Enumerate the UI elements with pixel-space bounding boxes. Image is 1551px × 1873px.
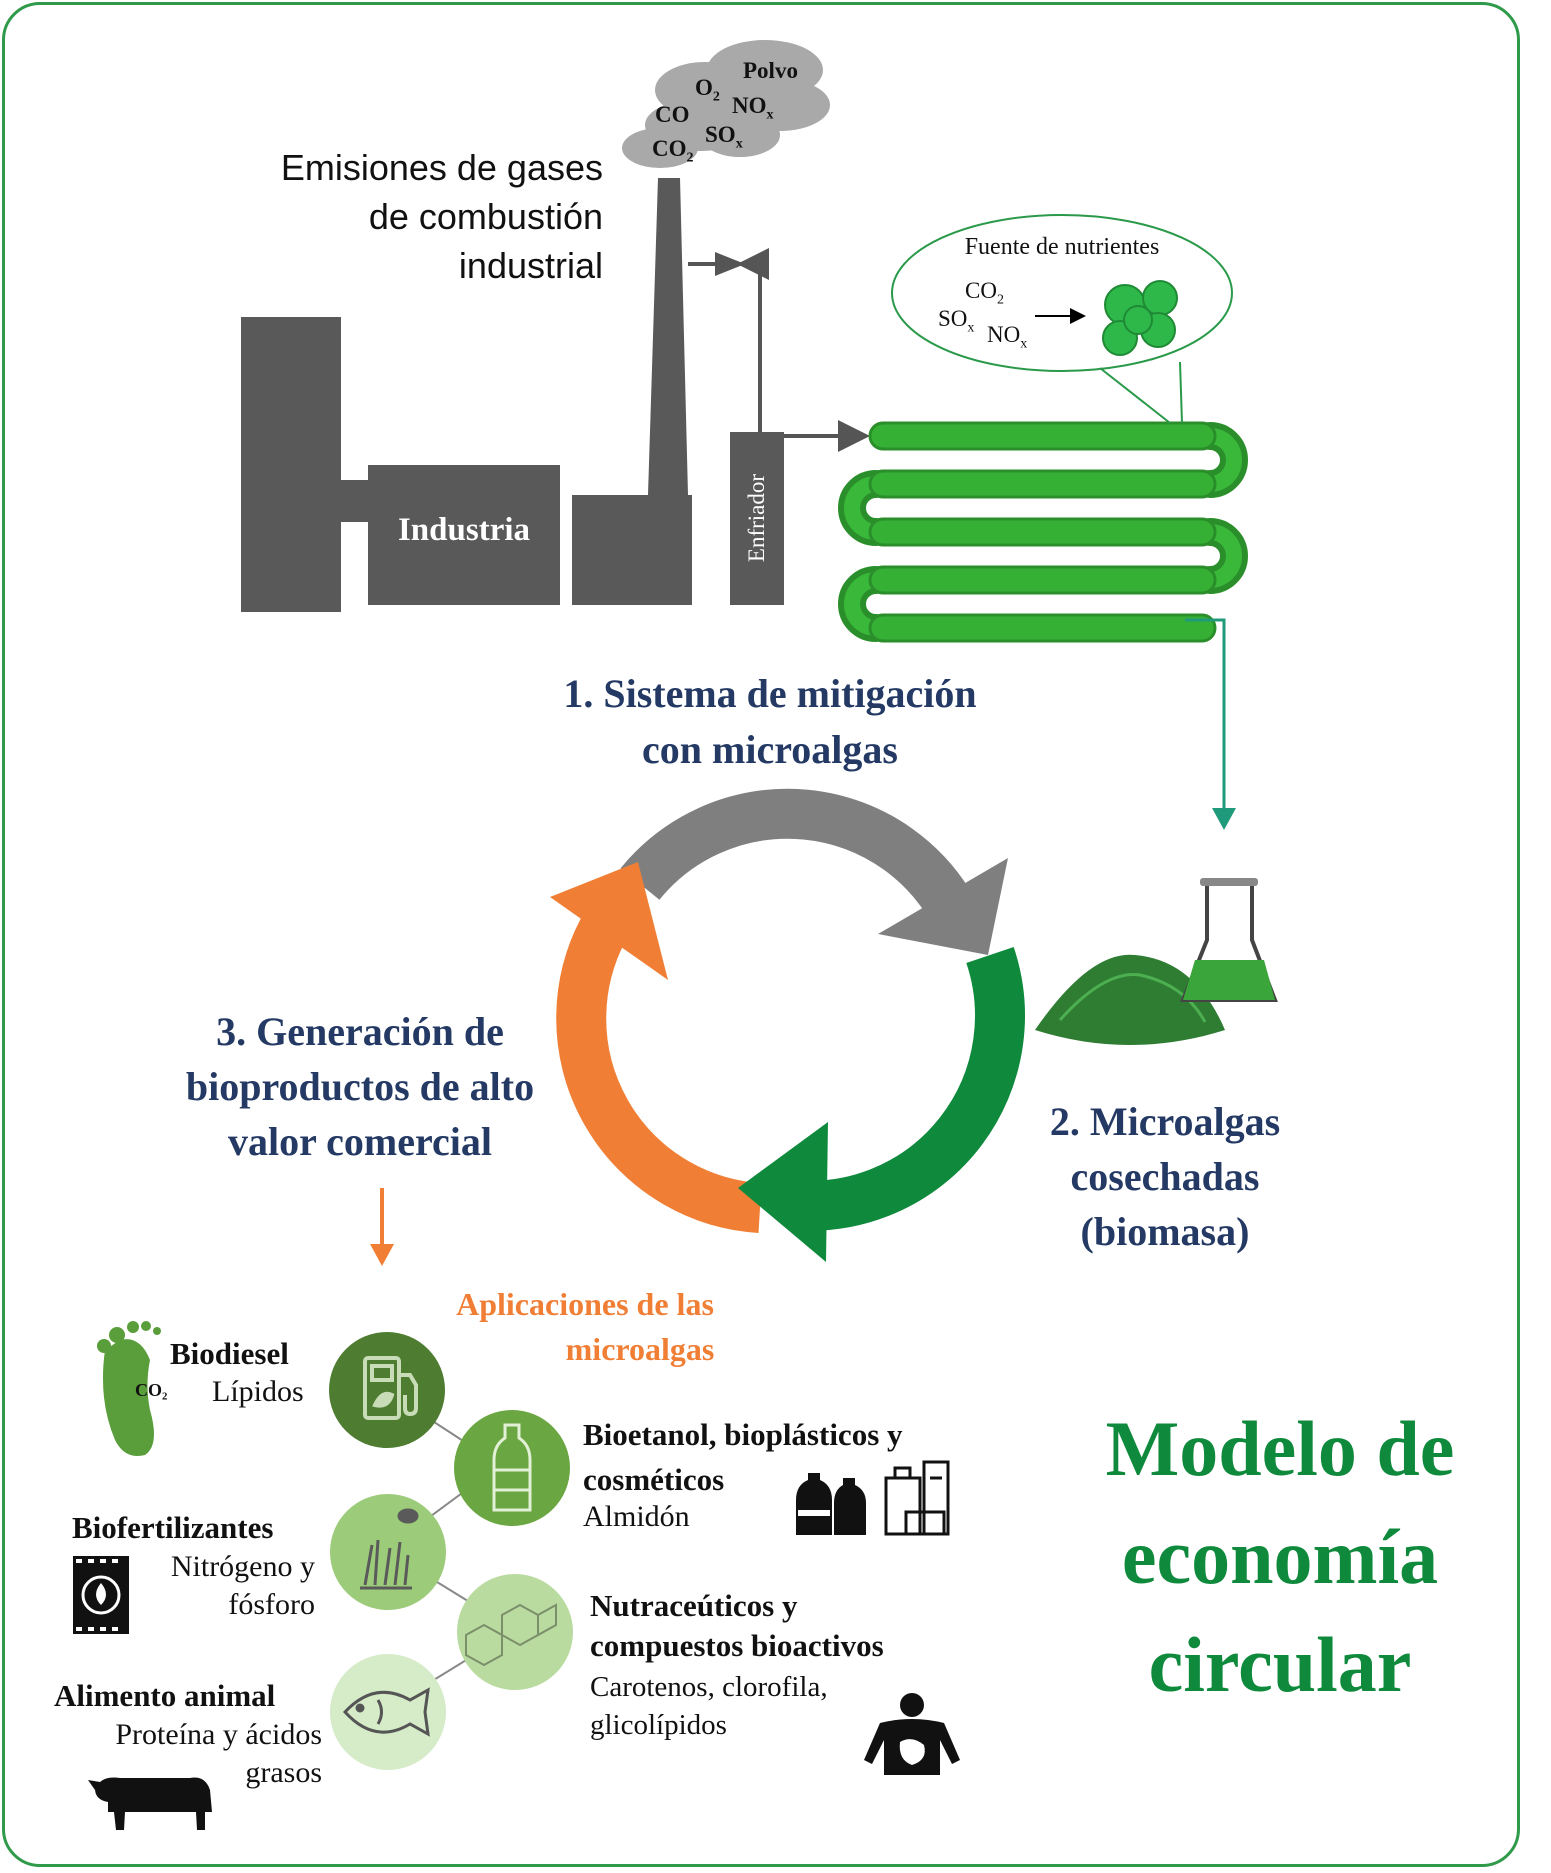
step3-line-2: bioproductos de alto xyxy=(185,1064,535,1109)
bioetanol-desc: Almidón xyxy=(583,1500,690,1533)
model-title-line-3: circular xyxy=(1148,1621,1412,1708)
applications-title-line-2: microalgas xyxy=(565,1331,715,1367)
step1-line-2: con microalgas xyxy=(642,727,898,772)
human-body-icon xyxy=(864,1693,960,1775)
emission-cloud xyxy=(622,40,830,168)
model-title-line-2: economía xyxy=(1121,1513,1439,1600)
emissions-line-3: industrial xyxy=(458,245,603,286)
harvest-arrow xyxy=(1185,618,1226,818)
nutra-desc: Carotenos, clorofila, glicolípidos xyxy=(590,1668,828,1744)
bioetanol-title: Bioetanol, bioplásticos y cosméticos xyxy=(583,1412,903,1502)
molecule-circle xyxy=(457,1574,573,1690)
industrial-plant xyxy=(241,178,784,612)
biofert-desc: Nitrógeno y fósforo xyxy=(140,1548,315,1624)
border-frame xyxy=(2,2,1520,1867)
gas-co2: CO2 xyxy=(652,136,694,166)
feed-desc-line-1: Proteína y ácidos xyxy=(115,1718,322,1751)
step3-line-3: valor comercial xyxy=(228,1119,492,1164)
step2-line-2: cosechadas xyxy=(1070,1154,1260,1199)
flask-icon xyxy=(1180,878,1278,1002)
gas-co: CO xyxy=(655,102,690,127)
biofert-desc-line-2: fósforo xyxy=(228,1588,315,1621)
nutra-title-line-1: Nutraceúticos y xyxy=(590,1588,798,1623)
gas-nox: NOx xyxy=(732,93,774,123)
nutrients-title: Fuente de nutrientes xyxy=(964,234,1160,260)
cooler-label: Enfriador xyxy=(744,473,769,563)
down-arrow xyxy=(370,1188,394,1266)
step1-label: 1. Sistema de mitigación con microalgas xyxy=(490,666,1050,778)
emissions-line-2: de combustión xyxy=(368,196,603,237)
gray-arrowhead xyxy=(878,858,1008,955)
feed-desc-line-2: grasos xyxy=(245,1756,322,1789)
nutra-title: Nutraceúticos y compuestos bioactivos xyxy=(590,1586,884,1666)
green-arrowhead xyxy=(738,1122,828,1262)
photobioreactor xyxy=(838,421,1248,643)
bottle-circle xyxy=(454,1410,570,1526)
gas-polvo: Polvo xyxy=(743,58,798,83)
bioetanol-title-line-1: Bioetanol, bioplásticos y xyxy=(583,1417,903,1452)
biodiesel-desc: Lípidos xyxy=(212,1375,304,1408)
bottles-icon xyxy=(796,1473,866,1535)
applications-title: Aplicaciones de las microalgas xyxy=(395,1282,775,1372)
nutra-desc-line-1: Carotenos, clorofila, xyxy=(590,1671,828,1703)
orange-arrowhead xyxy=(550,862,668,980)
nutrient-nox: NOx xyxy=(987,322,1028,352)
fuel-circle xyxy=(329,1332,445,1448)
microalgae-cells-icon xyxy=(1102,280,1178,356)
fish-circle xyxy=(330,1654,446,1770)
applications-title-line-1: Aplicaciones de las xyxy=(456,1286,714,1322)
gas-sox: SOx xyxy=(705,122,743,152)
nutrient-sox: SOx xyxy=(938,306,975,336)
biomass-powder-icon xyxy=(1035,954,1225,1045)
step2-line-1: 2. Microalgas xyxy=(1049,1099,1281,1144)
step2-line-3: (biomasa) xyxy=(1080,1209,1250,1254)
fertilizer-bag-icon xyxy=(73,1556,129,1634)
gas-o2: O2 xyxy=(695,75,720,105)
footprint-icon xyxy=(97,1321,161,1456)
step2-label: 2. Microalgas cosechadas (biomasa) xyxy=(1000,1094,1330,1259)
emissions-line-1: Emisiones de gases xyxy=(280,147,603,188)
footprint-co2-text: CO₂ xyxy=(135,1380,168,1400)
flue-pipes xyxy=(688,248,870,452)
fish-icon xyxy=(342,1687,430,1737)
fuel-pump-icon xyxy=(363,1356,418,1420)
biodiesel-title: Biodiesel xyxy=(170,1336,289,1371)
step1-line-1: 1. Sistema de mitigación xyxy=(563,671,977,716)
bioetanol-title-line-2: cosméticos xyxy=(583,1462,725,1497)
bottle-icon xyxy=(492,1423,532,1512)
nutra-desc-line-2: glicolípidos xyxy=(590,1709,727,1741)
feed-title: Alimento animal xyxy=(54,1678,276,1713)
step3-line-1: 3. Generación de xyxy=(216,1009,504,1054)
step3-label: 3. Generación de bioproductos de alto va… xyxy=(140,1004,580,1169)
molecule-icon xyxy=(465,1603,557,1667)
application-chain xyxy=(329,1332,573,1770)
model-title-line-1: Modelo de xyxy=(1105,1405,1455,1492)
fertilizer-plant-icon xyxy=(360,1508,419,1590)
circular-cycle xyxy=(556,788,1025,1233)
biofert-desc-line-1: Nitrógeno y xyxy=(170,1550,315,1583)
biofert-title: Biofertilizantes xyxy=(72,1510,274,1545)
emissions-label: Emisiones de gases de combustión industr… xyxy=(260,143,603,290)
nutrient-co2: CO2 xyxy=(965,278,1004,308)
cosmetics-icon xyxy=(884,1460,950,1536)
industry-label: Industria xyxy=(397,512,531,548)
cow-icon xyxy=(88,1777,212,1830)
model-title: Modelo de economía circular xyxy=(1040,1395,1520,1719)
feed-desc: Proteína y ácidos grasos xyxy=(60,1716,322,1792)
nutrient-bubble xyxy=(891,214,1233,424)
nutra-title-line-2: compuestos bioactivos xyxy=(590,1628,884,1663)
